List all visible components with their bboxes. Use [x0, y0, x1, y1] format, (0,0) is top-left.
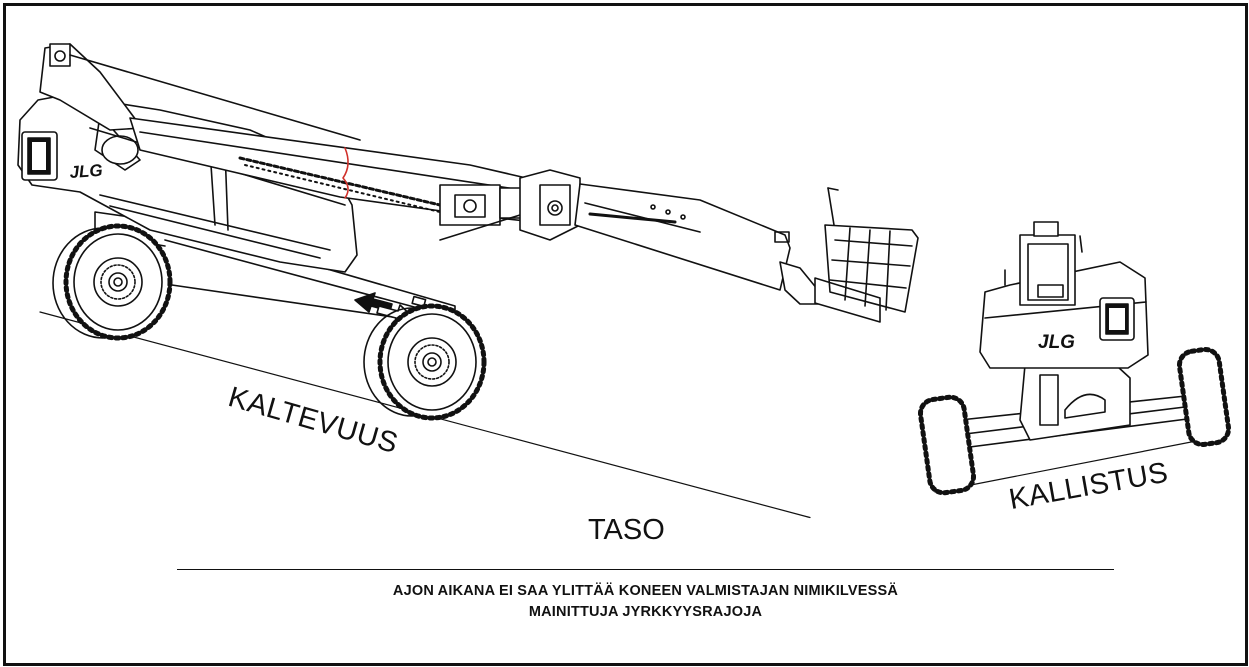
rear-view-right-wheel — [1176, 346, 1232, 448]
side-view-chassis — [94, 211, 456, 327]
warning-line-1: AJON AIKANA EI SAA YLITTÄÄ KONEEN VALMIS… — [392, 583, 899, 599]
level-label: TASO — [588, 514, 665, 546]
main-boom — [129, 117, 536, 241]
front-wheel — [363, 303, 487, 421]
rear-view-ground-line — [934, 435, 1223, 493]
side-view-turntable: JLG — [17, 94, 358, 273]
rear-brand-logo: JLG — [1038, 332, 1075, 353]
warning-text: AJON AIKANA EI SAA YLITTÄÄ KONEEN VALMIS… — [177, 581, 1114, 623]
rear-view-chassis — [1019, 354, 1131, 441]
rear-view-turntable: JLG — [979, 221, 1149, 369]
side-brand-logo: JLG — [69, 161, 103, 182]
rear-view-left-wheel — [917, 394, 977, 496]
boom-pivot-mast — [39, 43, 361, 141]
separator-rule — [177, 569, 1114, 570]
warning-line-2: MAINITTUJA JYRKKYYSRAJOJA — [528, 604, 763, 620]
jib-boom — [519, 169, 819, 305]
rear-wheel — [52, 223, 173, 341]
platform-basket — [814, 187, 919, 323]
